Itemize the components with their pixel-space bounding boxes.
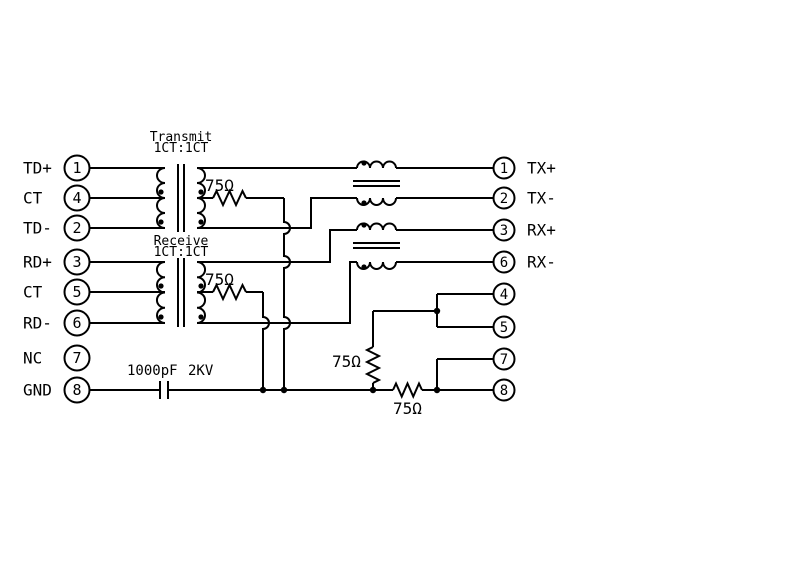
pin-circle-left-7 xyxy=(63,344,91,372)
pin-circle-right-3 xyxy=(492,218,516,242)
phase-dot xyxy=(361,222,367,228)
transmit-transformer-core xyxy=(177,164,185,232)
wire-pin-7-tie xyxy=(436,358,494,390)
pin-number-right-7: 7 xyxy=(500,352,508,368)
pin-number-right-3: 3 xyxy=(500,223,508,239)
pin-label-rd-minus: RD- xyxy=(23,314,52,333)
pin-number-right-1: 1 xyxy=(500,161,508,177)
pin-label-tx-plus: TX+ xyxy=(527,159,556,178)
phase-dot xyxy=(361,160,367,166)
capacitor-plates xyxy=(159,381,169,399)
pin-label-ct-top: CT xyxy=(23,189,43,208)
receive-transformer-ratio: 1CT:1CT xyxy=(154,245,209,260)
wire-tx-secondary-bottom xyxy=(197,197,357,229)
resistor-label-series: 75Ω xyxy=(393,399,422,418)
pin-label-rd-plus: RD+ xyxy=(23,253,52,272)
pin-number-left-5: 5 xyxy=(72,283,81,301)
phase-dot xyxy=(158,219,164,225)
pin-circle-right-8 xyxy=(492,378,516,402)
transmit-transformer-title: Transmit xyxy=(150,130,213,145)
transmit-primary-winding xyxy=(156,167,166,229)
phase-dot xyxy=(158,189,164,195)
phase-dot xyxy=(361,264,367,270)
junction-dot xyxy=(433,386,441,394)
pin-number-left-6: 6 xyxy=(72,314,81,332)
pin-number-left-1: 1 xyxy=(72,159,81,177)
capacitor-value: 1000pF xyxy=(127,363,178,379)
phase-dot xyxy=(198,314,204,320)
phase-dot xyxy=(198,283,204,289)
wire-rx-secondary-bottom xyxy=(197,261,357,324)
pin-label-td-minus: TD- xyxy=(23,219,52,238)
pin-label-tx-minus: TX- xyxy=(527,189,556,208)
pin-number-left-4: 4 xyxy=(72,189,81,207)
pin-circle-right-5 xyxy=(492,315,516,339)
pin-number-right-6: 6 xyxy=(500,255,508,271)
resistor-receive xyxy=(212,282,247,302)
pin-circle-right-4 xyxy=(492,282,516,306)
phase-dot xyxy=(158,283,164,289)
pin-number-left-3: 3 xyxy=(72,253,81,271)
pin-number-left-7: 7 xyxy=(72,349,81,367)
receive-primary-winding xyxy=(156,261,166,324)
phase-dot xyxy=(158,314,164,320)
pin-number-right-8: 8 xyxy=(500,383,508,399)
wire-pins-4-5-tie xyxy=(436,293,494,328)
pin-circle-right-6 xyxy=(492,250,516,274)
pin-circle-right-7 xyxy=(492,347,516,371)
pin-number-left-2: 2 xyxy=(72,219,81,237)
wire-rx-secondary-top xyxy=(197,229,357,263)
pin-number-left-8: 8 xyxy=(72,381,81,399)
resistor-label-shunt: 75Ω xyxy=(332,352,361,371)
junction-dot xyxy=(280,386,288,394)
pin-circle-right-2 xyxy=(492,186,516,210)
receive-transformer-title: Receive xyxy=(154,234,209,249)
choke-tx-core xyxy=(353,180,400,187)
junction-dot xyxy=(369,386,377,394)
pin-number-right-4: 4 xyxy=(500,287,508,303)
pin-label-td-plus: TD+ xyxy=(23,159,52,178)
receive-transformer-core xyxy=(177,258,185,327)
phase-dot xyxy=(198,189,204,195)
choke-rx-core xyxy=(353,242,400,249)
pin-label-gnd: GND xyxy=(23,381,52,400)
pin-circle-right-1 xyxy=(492,156,516,180)
junction-dot xyxy=(259,386,267,394)
phase-dot xyxy=(198,219,204,225)
pin-label-ct-bottom: CT xyxy=(23,283,43,302)
pin-label-rx-plus: RX+ xyxy=(527,221,556,240)
resistor-transmit xyxy=(212,188,247,208)
resistor-label-receive: 75Ω xyxy=(205,270,234,289)
pin-label-nc: NC xyxy=(23,349,42,368)
wire-tx-termination-vertical xyxy=(283,198,291,390)
wire-rx-termination-vertical xyxy=(262,292,270,390)
capacitor-rating: 2KV xyxy=(188,363,214,379)
resistor-shunt xyxy=(364,346,382,384)
junction-dot xyxy=(433,307,441,315)
transmit-transformer-ratio: 1CT:1CT xyxy=(154,141,209,156)
pin-number-right-2: 2 xyxy=(500,191,508,207)
phase-dot xyxy=(361,200,367,206)
resistor-label-transmit: 75Ω xyxy=(205,176,234,195)
resistor-series xyxy=(392,381,423,399)
pin-label-rx-minus: RX- xyxy=(527,253,556,272)
pin-number-right-5: 5 xyxy=(500,320,508,336)
